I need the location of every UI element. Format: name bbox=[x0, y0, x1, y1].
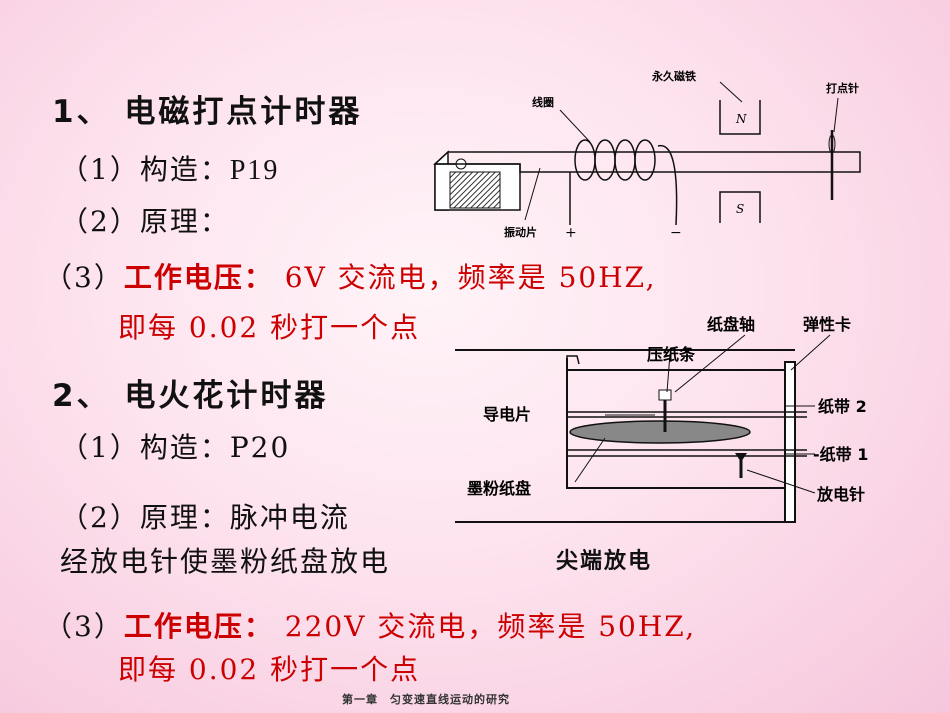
paper-tapes bbox=[567, 411, 807, 457]
spark-timer-diagram: 纸盘轴 弹性卡 压纸条 导电片 纸带 2 -纸带 1 墨粉纸盘 放电针 bbox=[455, 315, 868, 523]
base-block bbox=[434, 150, 521, 211]
magnet-south bbox=[719, 191, 761, 223]
section2-voltage: （3）工作电压： 220V 交流电，频率是 50HZ, bbox=[44, 605, 696, 645]
disc-axis-label: 纸盘轴 bbox=[707, 315, 755, 334]
section2-principle-line2: 经放电针使墨粉纸盘放电 bbox=[60, 545, 391, 578]
tape1-label: -纸带 1 bbox=[813, 445, 868, 464]
voltage-label: 工作电压： bbox=[123, 261, 274, 294]
vibrator-label: 振动片 bbox=[504, 225, 537, 239]
conductor-label: 导电片 bbox=[483, 405, 531, 424]
voltage-text: 220V 交流电，频率是 50HZ, bbox=[284, 610, 697, 643]
voltage-prefix: （3） bbox=[44, 610, 124, 643]
spring-clip-label: 弹性卡 bbox=[803, 315, 851, 334]
voltage-label: 工作电压： bbox=[123, 610, 274, 643]
ink-disc bbox=[569, 389, 751, 444]
discharge-needle-label: 放电针 bbox=[816, 485, 865, 504]
coil-label: 线圈 bbox=[532, 95, 554, 109]
vibrating-strip bbox=[433, 151, 861, 173]
needle bbox=[828, 130, 836, 200]
needle-label: 打点针 bbox=[826, 81, 859, 95]
construction-prefix: （1）构造： bbox=[60, 153, 230, 186]
minus-terminal: − bbox=[670, 225, 682, 241]
construction-prefix: （1）构造： bbox=[60, 431, 230, 464]
magnet-north bbox=[719, 100, 761, 135]
voltage-text: 6V 交流电，频率是 50HZ, bbox=[284, 261, 657, 294]
section1-construction: （1）构造：P19 bbox=[60, 148, 279, 188]
section1-voltage-line2: 即每 0.02 秒打一个点 bbox=[118, 311, 421, 344]
section2-principle-line1: （2）原理：脉冲电流 bbox=[60, 501, 350, 534]
chapter-footer: 第一章 匀变速直线运动的研究 bbox=[342, 693, 510, 706]
coil bbox=[569, 139, 678, 226]
section2-voltage-line2: 即每 0.02 秒打一个点 bbox=[118, 653, 421, 686]
plus-terminal: + bbox=[565, 225, 577, 241]
ink-disc-label: 墨粉纸盘 bbox=[467, 479, 531, 498]
page-ref-p20: P20 bbox=[229, 431, 291, 464]
section1-voltage: （3）工作电压： 6V 交流电，频率是 50HZ, bbox=[44, 256, 657, 296]
section2-construction: （1）构造：P20 bbox=[60, 426, 290, 466]
north-pole-label: N bbox=[735, 112, 747, 126]
voltage-prefix: （3） bbox=[44, 261, 124, 294]
section1-title: 1、 电磁打点计时器 bbox=[52, 94, 363, 130]
tape2-label: 纸带 2 bbox=[818, 397, 867, 416]
magnet-label: 永久磁铁 bbox=[651, 69, 696, 83]
electromagnetic-timer-diagram: 线圈 永久磁铁 打点针 振动片 N S + − bbox=[433, 69, 861, 241]
section1-principle: （2）原理： bbox=[60, 205, 230, 238]
page-ref-p19: P19 bbox=[229, 155, 280, 186]
press-strip-label: 压纸条 bbox=[647, 345, 696, 364]
section2-title: 2、 电火花计时器 bbox=[52, 378, 329, 414]
south-pole-label: S bbox=[736, 202, 744, 216]
tip-discharge-label: 尖端放电 bbox=[556, 549, 653, 574]
timer-housing bbox=[455, 349, 796, 523]
discharge-needle bbox=[735, 453, 747, 478]
